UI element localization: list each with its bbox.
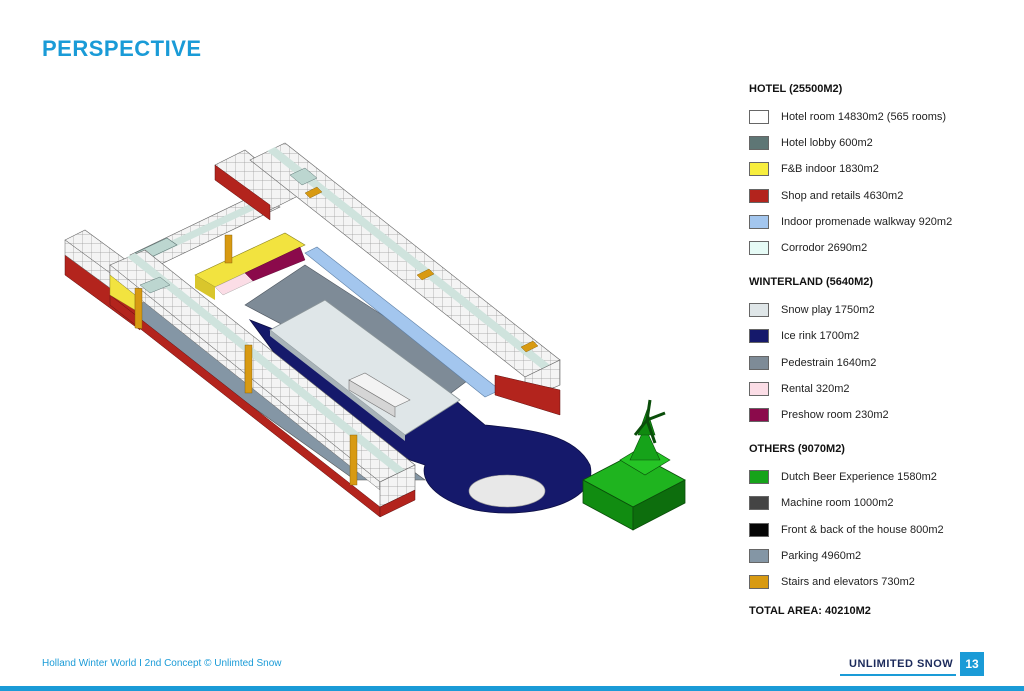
- legend-item: Hotel lobby 600m2: [749, 130, 1009, 156]
- legend-group-winterland: WINTERLAND (5640M2) Snow play 1750m2 Ice…: [749, 275, 1009, 428]
- legend-item: Dutch Beer Experience 1580m2: [749, 464, 1009, 490]
- legend-label: Machine room 1000m2: [781, 497, 894, 510]
- legend-swatch: [749, 470, 769, 485]
- legend-label: Rental 320m2: [781, 382, 850, 395]
- legend-label: Parking 4960m2: [781, 549, 862, 562]
- legend-item: Corrodor 2690m2: [749, 235, 1009, 261]
- legend-item: Shop and retails 4630m2: [749, 183, 1009, 209]
- legend-swatch: [749, 188, 769, 203]
- brand-underline: [840, 674, 956, 676]
- legend-heading-winterland: WINTERLAND (5640M2): [749, 276, 874, 289]
- back-corridor: [145, 197, 273, 257]
- legend-item: Snow play 1750m2: [749, 297, 1009, 323]
- legend-item: Parking 4960m2: [749, 543, 1009, 569]
- stairs-right-2: [416, 268, 435, 281]
- stairs-front-3: [349, 434, 358, 486]
- legend-label: F&B indoor 1830m2: [781, 163, 879, 176]
- legend-swatch: [749, 548, 769, 563]
- stairs-front-2: [244, 344, 253, 394]
- legend-swatch: [749, 407, 769, 422]
- bottom-bar: [0, 686, 1024, 691]
- dutch-beer-experience: [582, 399, 686, 531]
- snow-play-edge: [270, 330, 405, 441]
- page-number: 13: [960, 652, 984, 676]
- legend-swatch: [749, 214, 769, 229]
- fb-indoor-front: [195, 275, 215, 300]
- legend-item: Hotel room 14830m2 (565 rooms): [749, 104, 1009, 130]
- stairs-right-1: [304, 186, 323, 199]
- legend-item: Indoor promenade walkway 920m2: [749, 209, 1009, 235]
- legend-swatch: [749, 303, 769, 318]
- legend-label: Hotel lobby 600m2: [781, 137, 873, 150]
- legend-label: Indoor promenade walkway 920m2: [781, 215, 953, 228]
- stairs-right-3: [520, 340, 539, 353]
- hotel-lobby-right: [289, 167, 318, 186]
- legend-label: Pedestrain 1640m2: [781, 356, 877, 369]
- legend-swatch: [749, 241, 769, 256]
- legend-item: Preshow room 230m2: [749, 402, 1009, 428]
- legend-swatch: [749, 381, 769, 396]
- brand-logo: UNLIMITED SNOW: [849, 658, 954, 670]
- right-wing-corridor: [267, 147, 550, 369]
- legend-group-hotel: HOTEL (25500M2) Hotel room 14830m2 (565 …: [749, 82, 1009, 261]
- legend-label: Corrodor 2690m2: [781, 242, 868, 255]
- legend-swatch: [749, 574, 769, 589]
- legend-label: Preshow room 230m2: [781, 408, 889, 421]
- front-wing-lobby: [139, 276, 171, 294]
- legend-swatch: [749, 496, 769, 511]
- legend-heading-others: OTHERS (9070M2): [749, 443, 845, 456]
- legend-label: Hotel room 14830m2 (565 rooms): [781, 111, 947, 124]
- legend-item: Ice rink 1700m2: [749, 323, 1009, 349]
- snow-ramp-side: [348, 379, 396, 418]
- page-title: PERSPECTIVE: [42, 36, 202, 61]
- legend-item: Stairs and elevators 730m2: [749, 569, 1009, 595]
- right-wing-shops: [494, 374, 561, 416]
- stairs-front-1: [134, 287, 143, 329]
- legend-heading-hotel: HOTEL (25500M2): [749, 83, 843, 95]
- legend-item: Pedestrain 1640m2: [749, 350, 1009, 376]
- legend-label: Ice rink 1700m2: [781, 330, 860, 343]
- legend-item: F&B indoor 1830m2: [749, 156, 1009, 182]
- legend-swatch: [749, 355, 769, 370]
- legend-label: Front & back of the house 800m2: [781, 523, 944, 536]
- legend-label: Stairs and elevators 730m2: [781, 575, 915, 588]
- total-area: TOTAL AREA: 40210M2: [749, 605, 871, 617]
- legend: HOTEL (25500M2) Hotel room 14830m2 (565 …: [749, 82, 1009, 617]
- legend-swatch: [749, 162, 769, 177]
- legend-item: Rental 320m2: [749, 376, 1009, 402]
- legend-swatch: [749, 136, 769, 151]
- legend-item: Front & back of the house 800m2: [749, 516, 1009, 542]
- legend-label: Dutch Beer Experience 1580m2: [781, 471, 937, 484]
- isometric-building-diagram: [64, 142, 686, 531]
- back-riser-shops: [214, 164, 271, 221]
- front-wing-corridor: [127, 253, 405, 474]
- ice-rink-circle: [468, 474, 546, 508]
- footer-caption: Holland Winter World I 2nd Concept © Unl…: [42, 658, 282, 669]
- legend-swatch: [749, 522, 769, 537]
- stairs-back: [224, 234, 233, 264]
- preshow-block: [244, 246, 306, 282]
- front-end-shops: [379, 489, 416, 518]
- legend-swatch: [749, 329, 769, 344]
- legend-label: Snow play 1750m2: [781, 304, 875, 317]
- legend-swatch: [749, 110, 769, 125]
- legend-item: Machine room 1000m2: [749, 490, 1009, 516]
- legend-group-others: OTHERS (9070M2) Dutch Beer Experience 15…: [749, 442, 1009, 595]
- legend-label: Shop and retails 4630m2: [781, 189, 904, 202]
